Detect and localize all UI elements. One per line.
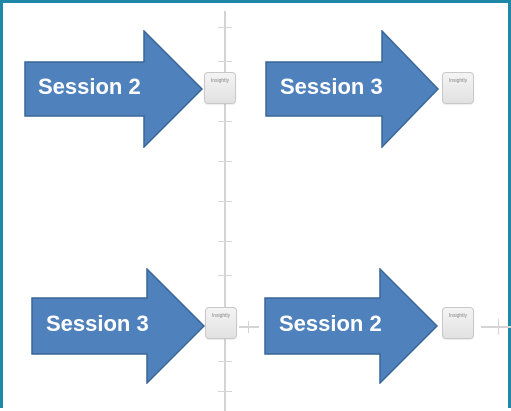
connector-tick bbox=[248, 321, 249, 333]
session-label: Session 3 bbox=[280, 74, 383, 99]
connector-tick bbox=[218, 27, 232, 28]
horizontal-connector-line bbox=[239, 326, 259, 328]
arrow-shape-icon bbox=[24, 30, 204, 148]
session-arrow: Session 3 bbox=[31, 268, 206, 384]
session-arrow: Session 3 bbox=[265, 30, 440, 148]
arrow-shape-icon bbox=[264, 268, 439, 384]
connector-tick bbox=[218, 241, 232, 242]
connector-tick bbox=[498, 319, 499, 335]
connector-tick bbox=[218, 275, 232, 276]
access-point-icon[interactable]: Insightly bbox=[442, 307, 474, 339]
session-label: Session 2 bbox=[279, 311, 382, 336]
connector-tick bbox=[218, 201, 232, 202]
device-label: Insightly bbox=[448, 313, 468, 319]
session-label: Session 2 bbox=[38, 74, 141, 99]
device-label: Insightly bbox=[210, 78, 230, 84]
access-point-icon[interactable]: Insightly bbox=[204, 72, 236, 104]
session-arrow: Session 2 bbox=[24, 30, 204, 148]
access-point-icon[interactable]: Insightly bbox=[442, 72, 474, 104]
device-label: Insightly bbox=[211, 313, 231, 319]
connector-tick bbox=[218, 361, 232, 362]
arrow-shape-icon bbox=[31, 268, 206, 384]
access-point-icon[interactable]: Insightly bbox=[205, 307, 237, 339]
connector-tick bbox=[218, 391, 232, 392]
connector-tick bbox=[218, 121, 232, 122]
horizontal-connector-line bbox=[481, 326, 511, 328]
arrow-shape-icon bbox=[265, 30, 440, 148]
vertical-connector-line bbox=[224, 11, 226, 411]
session-arrow: Session 2 bbox=[264, 268, 439, 384]
device-label: Insightly bbox=[448, 78, 468, 84]
connector-tick bbox=[218, 161, 232, 162]
connector-tick bbox=[218, 61, 232, 62]
session-label: Session 3 bbox=[46, 311, 149, 336]
